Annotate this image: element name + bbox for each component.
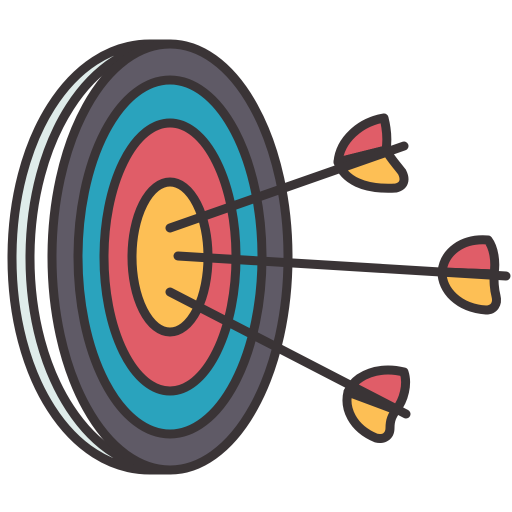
- arrow-middle-fletching-yellow: [437, 267, 501, 315]
- target-board: [7, 39, 293, 475]
- arrow-lower: [165, 287, 411, 443]
- arrow-upper: [165, 113, 409, 233]
- arrow-lower-shaft: [165, 287, 411, 419]
- arrow-middle: [173, 235, 511, 315]
- arrow-middle-shaft: [173, 251, 511, 281]
- arrow-upper-shaft: [165, 141, 409, 233]
- arrow-lower-fletching-yellow: [342, 387, 401, 443]
